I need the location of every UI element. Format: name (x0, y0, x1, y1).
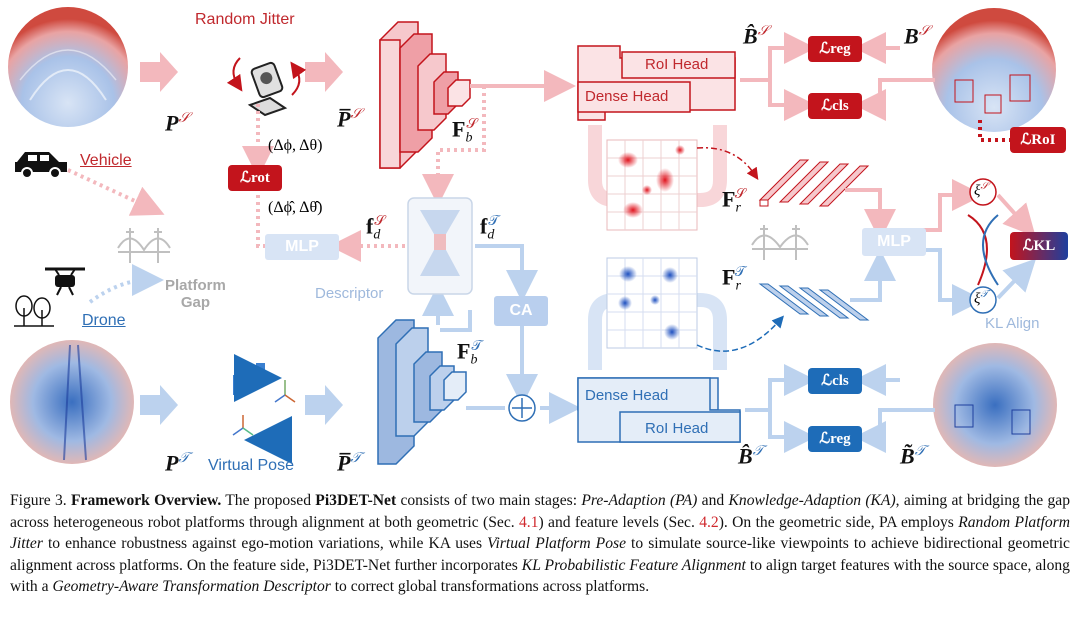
source-backbone (379, 21, 471, 169)
target-backbone (377, 319, 467, 465)
caption-ka: Knowledge-Adaption (KA) (728, 492, 896, 509)
delta-angles-label: (Δϕ, Δθ) (268, 137, 323, 154)
caption-sec-link-2[interactable]: 4.2 (699, 513, 719, 531)
ca-block: CA (494, 296, 548, 326)
target-point-cloud-bottom-right (933, 343, 1057, 467)
caption-text-1: The proposed (221, 492, 316, 509)
rotate-arrows-icon (226, 57, 307, 96)
symbol-b-source: B𝒮 (904, 23, 930, 49)
caption-text-8: to simulate source-like viewpoints to ac… (10, 535, 1070, 574)
dense-head-bottom-label: Dense Head (585, 387, 669, 404)
loss-cls-top: ℒcls (808, 93, 862, 119)
source-point-cloud-top-right (932, 8, 1056, 132)
mlp-left: MLP (265, 234, 339, 260)
symbol-p-target: P𝒯 (165, 450, 190, 476)
caption-text-5: ) and feature levels (Sec. (538, 513, 700, 531)
source-feature-slabs (758, 159, 870, 207)
caption-kl: KL Probabilistic Feature Alignment (521, 556, 746, 574)
arrow-pc-to-pose (140, 385, 178, 425)
loss-roi: ℒRoI (1010, 127, 1066, 153)
lidar-sensor-icon (247, 61, 288, 117)
random-jitter-label: Random Jitter (195, 11, 295, 28)
target-point-cloud-bottom-left (10, 340, 134, 464)
roi-head-top-label: RoI Head (645, 56, 709, 73)
descriptor-block (407, 197, 473, 295)
caption-sec-link-1[interactable]: 4.1 (519, 513, 539, 531)
framework-diagram (8, 7, 1057, 467)
symbol-fb-source: Fb𝒮 (452, 116, 478, 146)
caption-gat: Geometry-Aware Transformation Descriptor (52, 578, 331, 596)
caption-figure-number: Figure 3. (10, 492, 67, 509)
drone-icon (45, 267, 85, 296)
virtual-pose-label: Virtual Pose (208, 457, 294, 474)
loss-kl: ℒKL (1010, 232, 1068, 260)
loss-reg-bottom: ℒreg (808, 426, 862, 452)
caption-text-9: to align target features with the source… (10, 556, 1070, 596)
symbol-fb-target: Fb𝒯 (457, 338, 483, 368)
axes-icon (232, 354, 296, 464)
bridge-icon (117, 228, 171, 263)
symbol-b-hat-target: B̂𝒯 (738, 443, 764, 469)
vehicle-label: Vehicle (80, 152, 132, 169)
figure-caption: Figure 3. Framework Overview. The propos… (10, 490, 1070, 598)
arrow-pose-to-backbone (305, 385, 343, 425)
target-heatmap (606, 257, 698, 349)
caption-text-6: ). On the geometric side, PA employs (718, 513, 959, 531)
platform-gap-label: Platform Gap (165, 277, 226, 311)
caption-model-name: Pi3DET-Net (315, 492, 397, 509)
symbol-fd-source: fd𝒮 (366, 213, 386, 243)
symbol-b-tilde-target: B̃𝒯 (900, 443, 926, 469)
mlp-right: MLP (862, 228, 926, 256)
symbol-p-bar-target: P̅𝒯 (337, 450, 362, 476)
dense-head-top-label: Dense Head (585, 88, 669, 105)
symbol-xi-source: ξ𝒮 (974, 181, 989, 199)
loss-reg-top: ℒreg (808, 36, 862, 62)
symbol-fd-target: fd𝒯 (480, 213, 500, 243)
trees-icon (14, 295, 54, 327)
caption-text-7: to enhance robustness against ego-motion… (42, 535, 488, 553)
caption-text-2: consists of two main stages: (396, 492, 582, 509)
loss-cls-bottom: ℒcls (808, 368, 862, 394)
caption-rpj: Random Platform Jitter (10, 513, 1070, 553)
bridge-icon-2 (751, 225, 809, 260)
loss-rot: ℒrot (228, 165, 282, 191)
caption-text-4: , aiming at bridging the gap across hete… (10, 492, 1071, 531)
symbol-p-bar-source: P̅𝒮 (337, 106, 362, 132)
caption-vpp: Virtual Platform Pose (487, 535, 626, 553)
caption-title: Framework Overview. (71, 492, 222, 509)
arrow-pc-to-jitter (140, 52, 178, 92)
plus-operator (508, 394, 536, 422)
symbol-fr-target: Fr𝒯 (722, 264, 746, 294)
symbol-xi-target: ξ𝒯 (974, 289, 989, 307)
descriptor-label: Descriptor (315, 285, 384, 302)
drone-label: Drone (82, 312, 126, 329)
source-heatmap (606, 139, 698, 231)
caption-text-10: to correct global transformations across… (330, 578, 650, 596)
source-point-cloud-top-left (8, 7, 128, 127)
caption-pa: Pre-Adaption (PA) (581, 492, 698, 509)
kl-align-label: KL Align (985, 315, 1040, 332)
symbol-b-hat-source: B̂𝒮 (743, 23, 769, 49)
heads-top (577, 45, 736, 121)
symbol-fr-source: Fr𝒮 (722, 186, 746, 216)
kl-distributions (967, 178, 999, 314)
target-feature-slabs (758, 283, 870, 321)
car-icon (15, 152, 67, 179)
delta-angles-hat-label: (Δϕ̂, Δθ̂) (268, 199, 323, 216)
caption-text-3: and (697, 492, 729, 509)
arrow-jitter-to-backbone (305, 52, 343, 92)
heads-bottom (577, 377, 741, 443)
symbol-p-source: P𝒮 (165, 110, 190, 136)
framework-figure: Random Jitter Vehicle Drone Platform Gap… (8, 7, 1068, 476)
roi-head-bottom-label: RoI Head (645, 420, 709, 437)
